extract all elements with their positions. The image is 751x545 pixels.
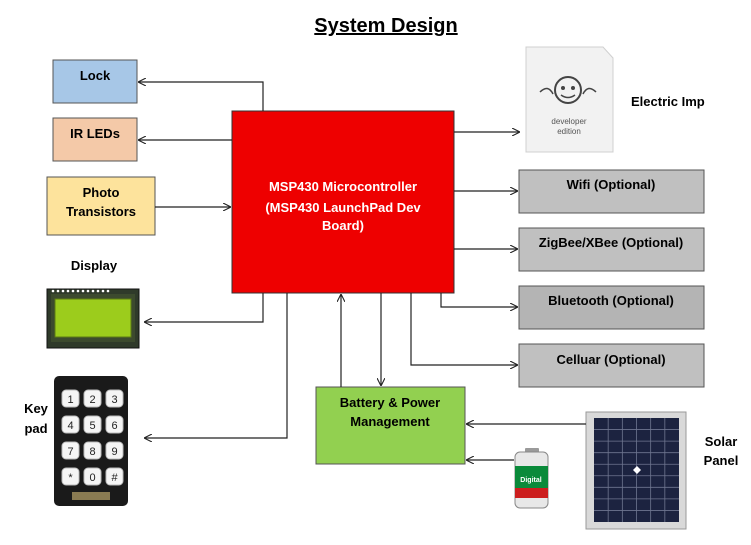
solar-label-line2: Panel xyxy=(704,453,739,468)
photo-label-line1: Photo xyxy=(83,185,120,200)
keypad-label-line1: Key xyxy=(24,401,49,416)
svg-text:*: * xyxy=(68,472,73,484)
keypad-key: 3 xyxy=(105,389,124,408)
arrow-mcu-to-keypad xyxy=(145,293,288,438)
solar-label-line1: Solar xyxy=(705,434,738,449)
lock-block xyxy=(52,59,138,104)
photo-transistors-block xyxy=(46,176,156,236)
zigbee-label: ZigBee/XBee (Optional) xyxy=(539,235,683,250)
keypad-label-line2: pad xyxy=(24,421,47,436)
svg-text:9: 9 xyxy=(111,446,117,458)
svg-text:5: 5 xyxy=(89,420,95,432)
svg-text:8: 8 xyxy=(89,446,95,458)
battery-icon: Digital xyxy=(514,448,549,509)
zigbee-block xyxy=(518,227,705,272)
wifi-label: Wifi (Optional) xyxy=(567,177,656,192)
mcu-label-line2: (MSP430 LaunchPad Dev xyxy=(265,200,421,215)
battery-brand: Digital xyxy=(520,477,541,484)
battery-label-line2: Management xyxy=(350,414,430,429)
arrow-mcu-to-celluar xyxy=(410,293,517,365)
keypad-key: 9 xyxy=(105,441,124,460)
battery-label-line1: Battery & Power xyxy=(340,395,440,410)
display-label: Display xyxy=(71,258,118,273)
svg-text:#: # xyxy=(111,472,118,484)
celluar-label: Celluar (Optional) xyxy=(556,352,665,367)
arrow-mcu-to-bluetooth xyxy=(440,293,517,307)
electric-imp-card-icon: developer edition xyxy=(525,46,614,153)
svg-text:4: 4 xyxy=(67,420,73,432)
svg-text:6: 6 xyxy=(111,420,117,432)
svg-text:3: 3 xyxy=(111,394,117,406)
solar-panel-icon xyxy=(585,411,687,530)
mcu-block xyxy=(231,110,455,294)
lock-label: Lock xyxy=(80,68,111,83)
battery-power-block xyxy=(315,386,466,465)
svg-text:0: 0 xyxy=(89,472,95,484)
celluar-block xyxy=(518,343,705,388)
svg-text:2: 2 xyxy=(89,394,95,406)
keypad-key: * xyxy=(61,467,80,486)
bluetooth-block xyxy=(518,285,705,330)
keypad-key: # xyxy=(105,467,124,486)
keypad-key: 4 xyxy=(61,415,80,434)
keypad-key: 2 xyxy=(83,389,102,408)
arrow-mcu-to-lock xyxy=(139,82,264,111)
photo-label-line2: Transistors xyxy=(66,204,136,219)
keypad-key: 5 xyxy=(83,415,102,434)
keypad-key: 8 xyxy=(83,441,102,460)
keypad-icon: 1 2 3 4 5 6 7 8 9 * 0 # xyxy=(54,376,128,506)
connectors xyxy=(139,82,586,460)
mcu-label-line1: MSP430 Microcontroller xyxy=(269,179,417,194)
keypad-key: 0 xyxy=(83,467,102,486)
svg-text:7: 7 xyxy=(67,446,73,458)
lcd-display-icon xyxy=(46,288,140,349)
mcu-label-line3: Board) xyxy=(322,218,364,233)
wifi-block xyxy=(518,169,705,214)
keypad-key: 1 xyxy=(61,389,80,408)
svg-text:1: 1 xyxy=(67,394,73,406)
ir-leds-label: IR LEDs xyxy=(70,126,120,141)
imp-card-caption-line1: developer xyxy=(551,117,586,126)
electric-imp-label: Electric Imp xyxy=(631,94,705,109)
ir-leds-block xyxy=(52,117,138,162)
keypad-key: 6 xyxy=(105,415,124,434)
arrow-mcu-to-display xyxy=(145,293,264,322)
keypad-key: 7 xyxy=(61,441,80,460)
imp-card-caption-line2: edition xyxy=(557,127,581,136)
bluetooth-label: Bluetooth (Optional) xyxy=(548,293,674,308)
page-title: System Design xyxy=(314,15,457,37)
